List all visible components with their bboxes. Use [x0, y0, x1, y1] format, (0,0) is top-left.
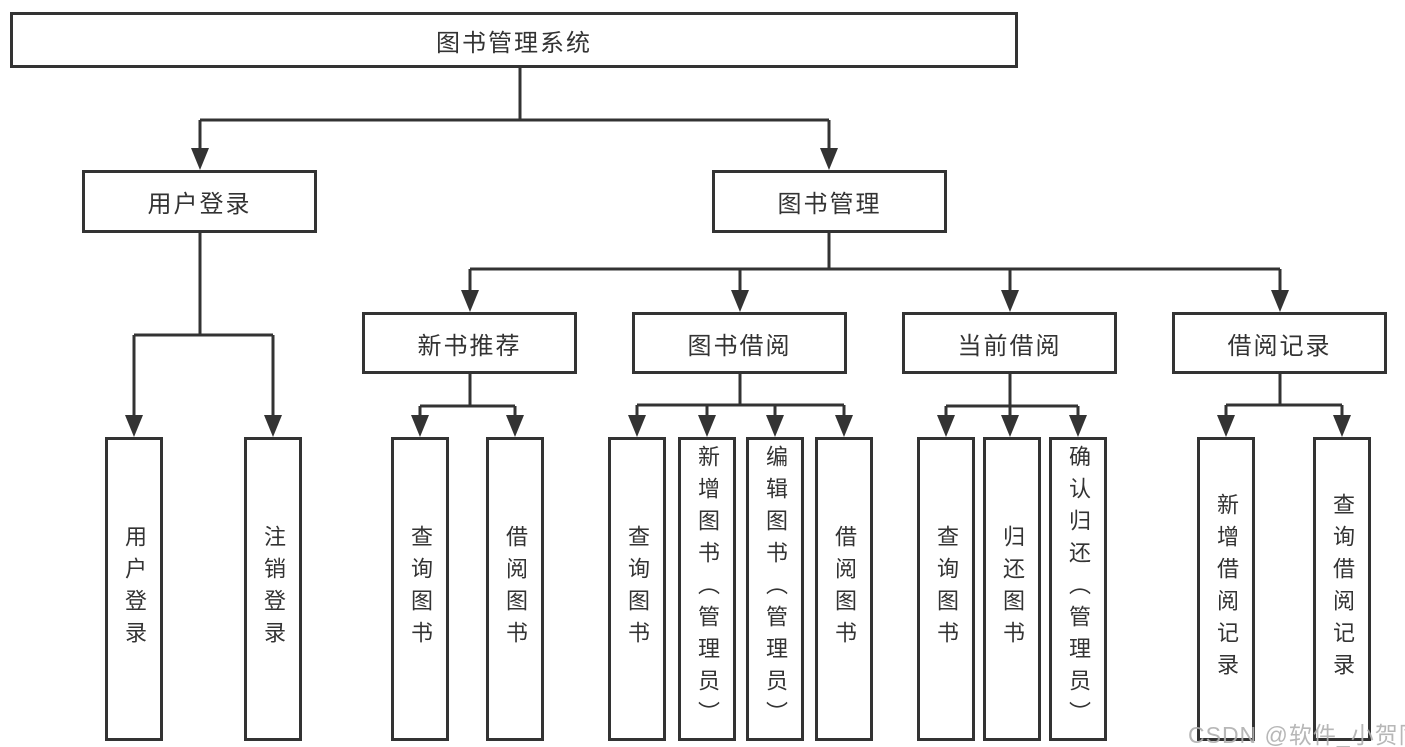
- node-label: 图书管理: [777, 191, 882, 218]
- leaf-user-login: 用户登录: [105, 437, 163, 741]
- node-label: 借阅记录: [1227, 332, 1332, 360]
- node-label: 查询图书: [625, 525, 650, 653]
- node-borrow-record: 借阅记录: [1172, 312, 1387, 374]
- arrow-icon: [125, 415, 143, 437]
- arrowheads: [125, 148, 1351, 437]
- arrow-icon: [766, 415, 784, 437]
- leaf-current-confirm-return-admin: 确认归还（管理员）: [1049, 437, 1107, 741]
- arrow-icon: [1001, 290, 1019, 312]
- connector-currentborrow-group: [944, 374, 1080, 419]
- arrow-icon: [698, 415, 716, 437]
- node-label: 新增图书（管理员）: [695, 445, 720, 733]
- node-book-borrow: 图书借阅: [632, 312, 847, 374]
- arrow-icon: [1069, 415, 1087, 437]
- connector-root-to-level2: [198, 66, 831, 150]
- node-label: 当前借阅: [957, 332, 1062, 360]
- connector-bookmgmt-to-level3: [468, 233, 1282, 294]
- arrow-icon: [628, 415, 646, 437]
- connector-userlogin-group: [132, 233, 275, 419]
- node-label: 确认归还（管理员）: [1066, 445, 1091, 733]
- arrow-icon: [937, 415, 955, 437]
- node-label: 编辑图书（管理员）: [763, 445, 788, 733]
- node-label: 查询图书: [934, 525, 959, 653]
- arrow-icon: [835, 415, 853, 437]
- arrow-icon: [1271, 290, 1289, 312]
- connector-newbook-group: [418, 374, 517, 419]
- node-label: 查询借阅记录: [1330, 493, 1355, 685]
- leaf-borrow-query-book: 查询图书: [608, 437, 666, 741]
- node-root-system: 图书管理系统: [10, 12, 1018, 68]
- connector-borrowrecord-group: [1224, 374, 1344, 419]
- arrow-icon: [191, 148, 209, 170]
- node-label: 新增借阅记录: [1214, 493, 1239, 685]
- arrow-icon: [1001, 415, 1019, 437]
- leaf-newbook-query-book: 查询图书: [391, 437, 449, 741]
- arrow-icon: [1333, 415, 1351, 437]
- arrow-icon: [820, 148, 838, 170]
- node-user-login: 用户登录: [82, 170, 317, 233]
- node-label: 用户登录: [122, 525, 147, 653]
- leaf-borrow-add-book-admin: 新增图书（管理员）: [678, 437, 736, 741]
- node-label: 归还图书: [1000, 525, 1025, 653]
- arrow-icon: [264, 415, 282, 437]
- leaf-newbook-borrow-book: 借阅图书: [486, 437, 544, 741]
- node-book-management: 图书管理: [712, 170, 947, 233]
- arrow-icon: [1217, 415, 1235, 437]
- leaf-logout-login: 注销登录: [244, 437, 302, 741]
- node-current-borrow: 当前借阅: [902, 312, 1117, 374]
- arrow-icon: [731, 290, 749, 312]
- leaf-borrow-borrow-book: 借阅图书: [815, 437, 873, 741]
- node-label: 图书管理系统: [436, 29, 592, 57]
- leaf-record-add-borrow-record: 新增借阅记录: [1197, 437, 1255, 741]
- arrow-icon: [461, 290, 479, 312]
- arrow-icon: [411, 415, 429, 437]
- node-label: 图书借阅: [687, 332, 792, 360]
- csdn-watermark: CSDN @软件_小贺同学: [1188, 722, 1405, 747]
- node-label: 注销登录: [261, 525, 286, 653]
- node-new-book-recommend: 新书推荐: [362, 312, 577, 374]
- node-label: 新书推荐: [417, 332, 522, 360]
- node-label: 用户登录: [147, 191, 252, 218]
- node-label: 借阅图书: [832, 525, 857, 653]
- node-label: 查询图书: [408, 525, 433, 653]
- leaf-current-query-book: 查询图书: [917, 437, 975, 741]
- leaf-borrow-edit-book-admin: 编辑图书（管理员）: [746, 437, 804, 741]
- arrow-icon: [506, 415, 524, 437]
- connector-bookborrow-group: [635, 374, 846, 419]
- leaf-record-query-borrow-record: 查询借阅记录: [1313, 437, 1371, 741]
- leaf-current-return-book: 归还图书: [983, 437, 1041, 741]
- node-label: 借阅图书: [503, 525, 528, 653]
